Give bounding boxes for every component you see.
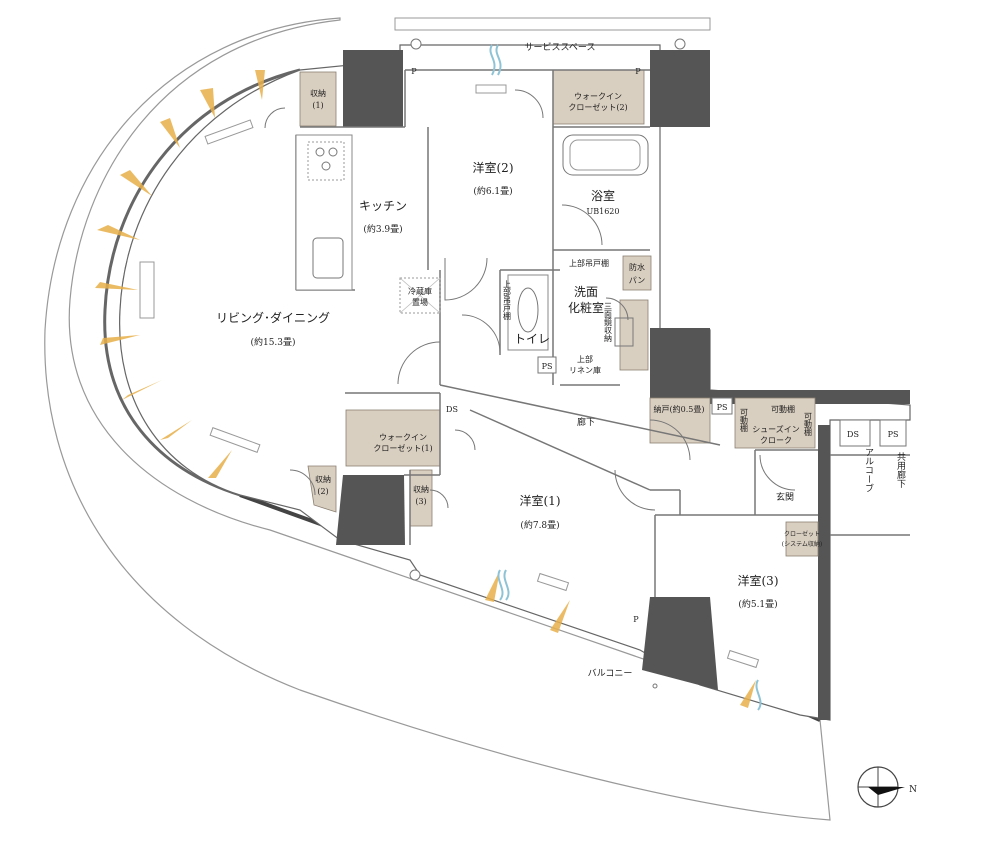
entrance-label: 玄関 [776, 491, 794, 503]
storage-1 [299, 71, 337, 127]
storage2-label-1: 収納 [315, 474, 331, 484]
shoes-in-label-2: クローク [760, 436, 792, 445]
mirror-storage-label: 三面鏡収納 [604, 302, 613, 343]
ps-box-1 [537, 356, 557, 374]
kitchen-name: キッチン [359, 199, 407, 213]
western3-name: 洋室(3) [738, 573, 779, 588]
storage3-label-1: 収納 [413, 484, 429, 494]
bath-size: UB1620 [587, 207, 620, 216]
drain-icon [409, 569, 421, 581]
column-se [642, 597, 718, 690]
ps1-label: PS [542, 362, 553, 371]
mirror-storage [619, 299, 649, 371]
window-light-marks [95, 70, 756, 708]
kitchen-counter [295, 134, 353, 291]
movable-shelf-v2-label: 可動棚 [804, 412, 813, 437]
storage1-label-2: (1) [312, 101, 323, 110]
ds1-label: DS [446, 405, 458, 414]
closet-system [785, 521, 819, 557]
ventilation-marks [489, 44, 762, 711]
wall-east [818, 425, 830, 720]
compass-icon [857, 766, 905, 808]
linen-label-2: リネン庫 [569, 365, 601, 375]
ps2-label: PS [717, 403, 728, 412]
fridge-space [399, 277, 441, 314]
shoes-in-label-1: シューズイン [752, 424, 800, 434]
alcove-label: アルコーブ [863, 448, 874, 493]
storage-2 [307, 465, 337, 513]
column-ne [650, 50, 710, 127]
movable-shelf-label: 可動棚 [771, 404, 795, 414]
western2-name: 洋室(2) [473, 160, 514, 175]
window-sills [139, 84, 760, 669]
ps-box-2 [711, 397, 733, 415]
ds-box-2 [839, 419, 871, 447]
column-sw [336, 475, 405, 545]
wic1-label-2: クローゼット(1) [373, 443, 432, 453]
p-mark: P [411, 67, 417, 76]
ds2-label: DS [847, 430, 859, 439]
closet-system-label-2: (システム収納) [782, 540, 823, 548]
living-name: リビング･ダイニング [216, 310, 330, 325]
movable-shelf-v1-label: 可動棚 [740, 408, 749, 433]
waterproof-pan [622, 255, 652, 291]
bath-name: 浴室 [591, 188, 615, 203]
western3-area: (約5.1畳) [738, 598, 777, 610]
drain-icon [652, 683, 658, 689]
storage2-label-2: (2) [317, 487, 328, 496]
toilet-fixture [507, 274, 549, 351]
western1-name: 洋室(1) [520, 493, 561, 508]
closet-small [649, 397, 711, 444]
toilet-label: トイレ [514, 332, 550, 346]
drain-icon [410, 38, 422, 50]
ps-box-3 [879, 419, 907, 447]
wic2-label-1: ウォークイン [574, 92, 622, 101]
bathtub [562, 134, 649, 176]
ps3-label: PS [888, 430, 899, 439]
wic-1 [345, 409, 441, 467]
compass-label: N [909, 785, 917, 795]
doors [264, 89, 796, 511]
waterproof-pan-label-2: パン [629, 276, 645, 285]
balcony-label: バルコニー [588, 668, 633, 679]
upper-hanging-v-label: 上部吊戸棚 [503, 280, 512, 321]
column-nw [343, 50, 403, 127]
column-east [650, 328, 710, 398]
washroom-label-1: 洗面 [574, 285, 598, 299]
p-mark: P [633, 615, 639, 624]
corridor-label: 廊下 [577, 416, 595, 428]
fridge-label-1: 冷蔵庫 [408, 286, 432, 296]
closet-system-label-1: クローゼット [784, 530, 820, 538]
washroom-label-2: 化粧室 [568, 300, 604, 315]
western2-area: (約6.1畳) [473, 185, 512, 197]
waterproof-pan-label-1: 防水 [629, 262, 645, 272]
closet-small-label: 納戸(約0.5畳) [654, 404, 705, 414]
linen-label-1: 上部 [577, 354, 593, 364]
upper-hanging-label: 上部吊戸棚 [569, 258, 609, 268]
western1-area: (約7.8畳) [520, 519, 559, 531]
fridge-label-2: 置場 [412, 297, 428, 307]
common-corridor-label: 共用廊下 [895, 452, 906, 489]
storage1-label-1: 収納 [310, 88, 326, 98]
wic1-label-1: ウォークイン [379, 433, 427, 442]
shoes-in-closet [734, 397, 816, 449]
storage3-label-2: (3) [415, 497, 426, 506]
kitchen-area: (約3.9畳) [363, 223, 402, 235]
service-space-label: サービススペース [525, 42, 596, 53]
washbasin [614, 317, 634, 347]
wic2-label-2: クローゼット(2) [568, 102, 627, 112]
drain-icon [674, 38, 686, 50]
p-mark: P [635, 67, 641, 76]
living-area: (約15.3畳) [250, 336, 295, 348]
